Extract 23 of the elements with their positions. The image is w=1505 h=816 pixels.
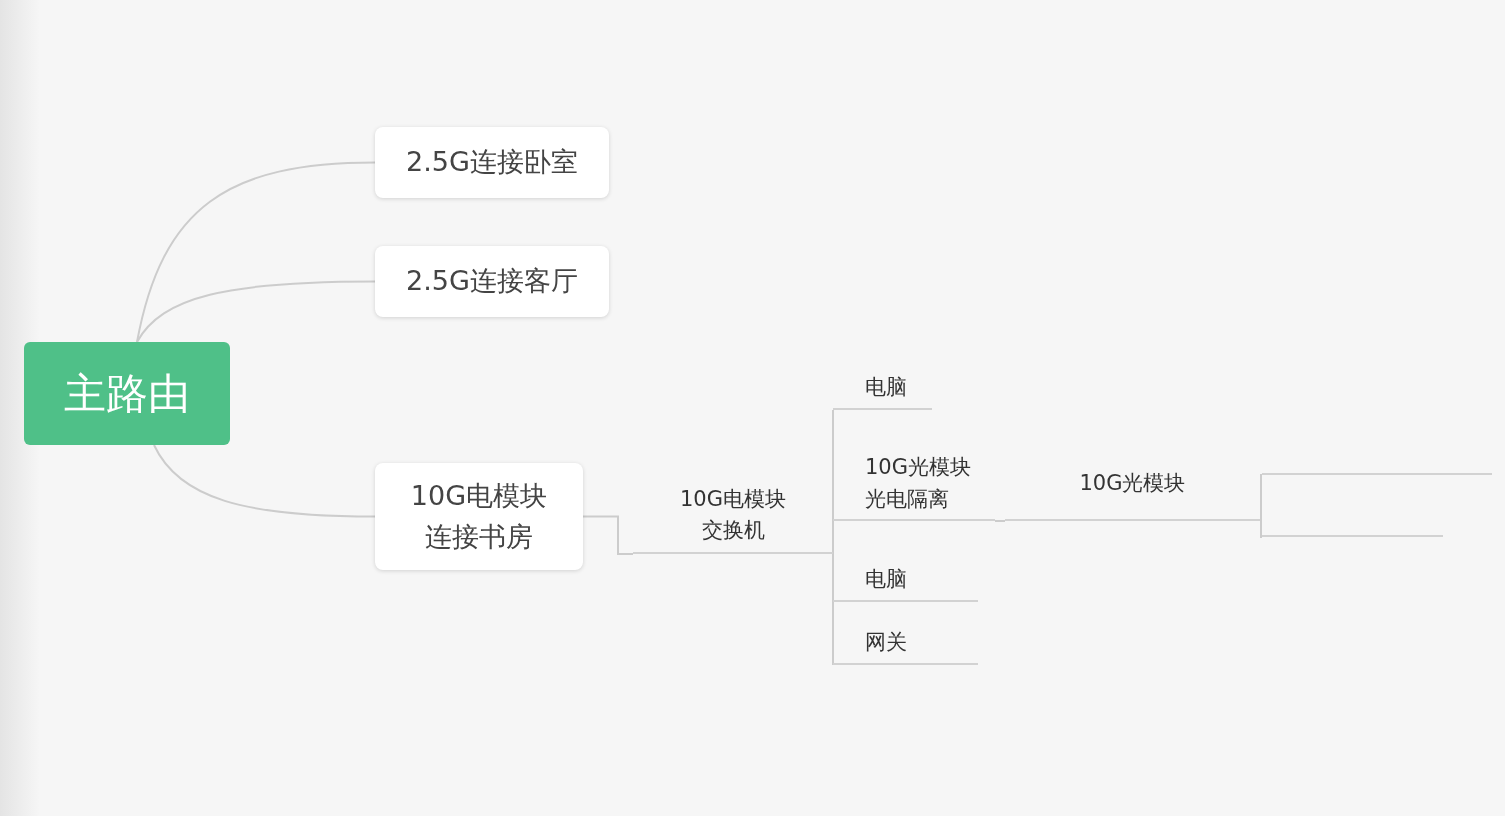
connector-line — [153, 444, 376, 518]
connector-line — [832, 553, 834, 666]
topic-text: 主路由 — [64, 368, 190, 420]
topic-text: 10G光模块光电隔离 — [865, 454, 972, 513]
topic-text: 电脑 — [865, 374, 907, 402]
topic-text: 10G电模块连接书房 — [409, 479, 549, 554]
connector-line — [994, 520, 1006, 522]
topic-text: 网关 — [865, 628, 907, 656]
connector-line — [582, 515, 634, 555]
connector-line — [1259, 520, 1263, 538]
topic-text: 10G电模块交换机 — [679, 485, 787, 544]
topic-card — [375, 246, 609, 317]
central-topic — [24, 342, 230, 445]
connector-line — [136, 280, 376, 343]
topic-card — [375, 127, 609, 198]
connector-line — [136, 161, 376, 343]
topic-card — [375, 463, 583, 570]
topic-text: 2.5G连接卧室 — [406, 145, 578, 180]
topic-text: 10G光模块 — [1079, 469, 1186, 497]
connector-line — [832, 520, 834, 555]
topic-text: 电脑 — [865, 566, 907, 594]
connector-line — [1259, 474, 1263, 522]
topic-text: 2.5G连接客厅 — [406, 264, 578, 299]
